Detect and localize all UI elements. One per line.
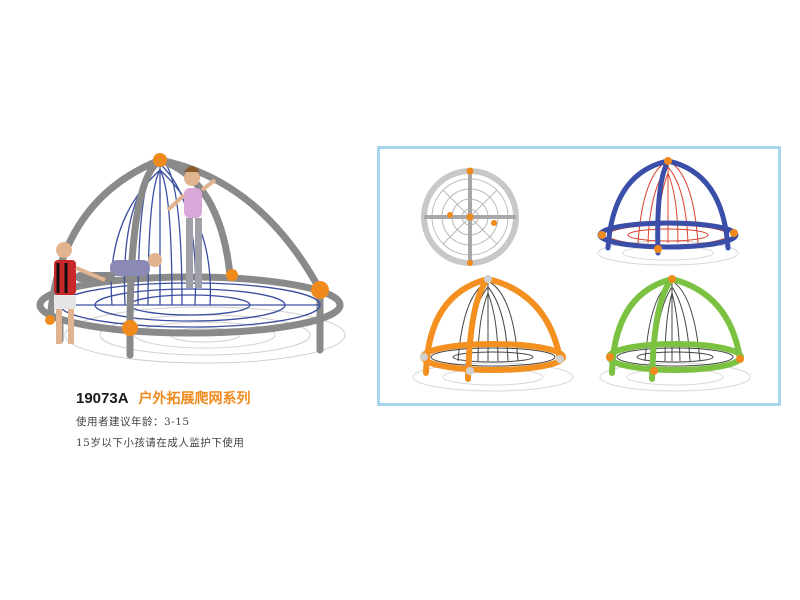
variant-blue-red-dome: [588, 153, 748, 273]
color-variants-panel: [377, 146, 781, 406]
model-number: 19073A: [76, 390, 129, 407]
variant-top-view-gray: [410, 157, 530, 275]
variant-green-dome: [590, 269, 756, 399]
title-line: 19073A 户外拓展爬网系列: [76, 388, 251, 408]
series-title: 户外拓展爬网系列: [138, 391, 251, 407]
product-caption: 19073A 户外拓展爬网系列 使用者建议年龄：3-15 15岁以下小孩请在成人…: [76, 388, 251, 450]
supervision-note: 15岁以下小孩请在成人监护下使用: [76, 437, 245, 449]
age-recommendation: 使用者建议年龄：3-15: [76, 416, 190, 428]
product-main-illustration: [20, 140, 360, 380]
variant-orange-dome: [398, 269, 576, 399]
